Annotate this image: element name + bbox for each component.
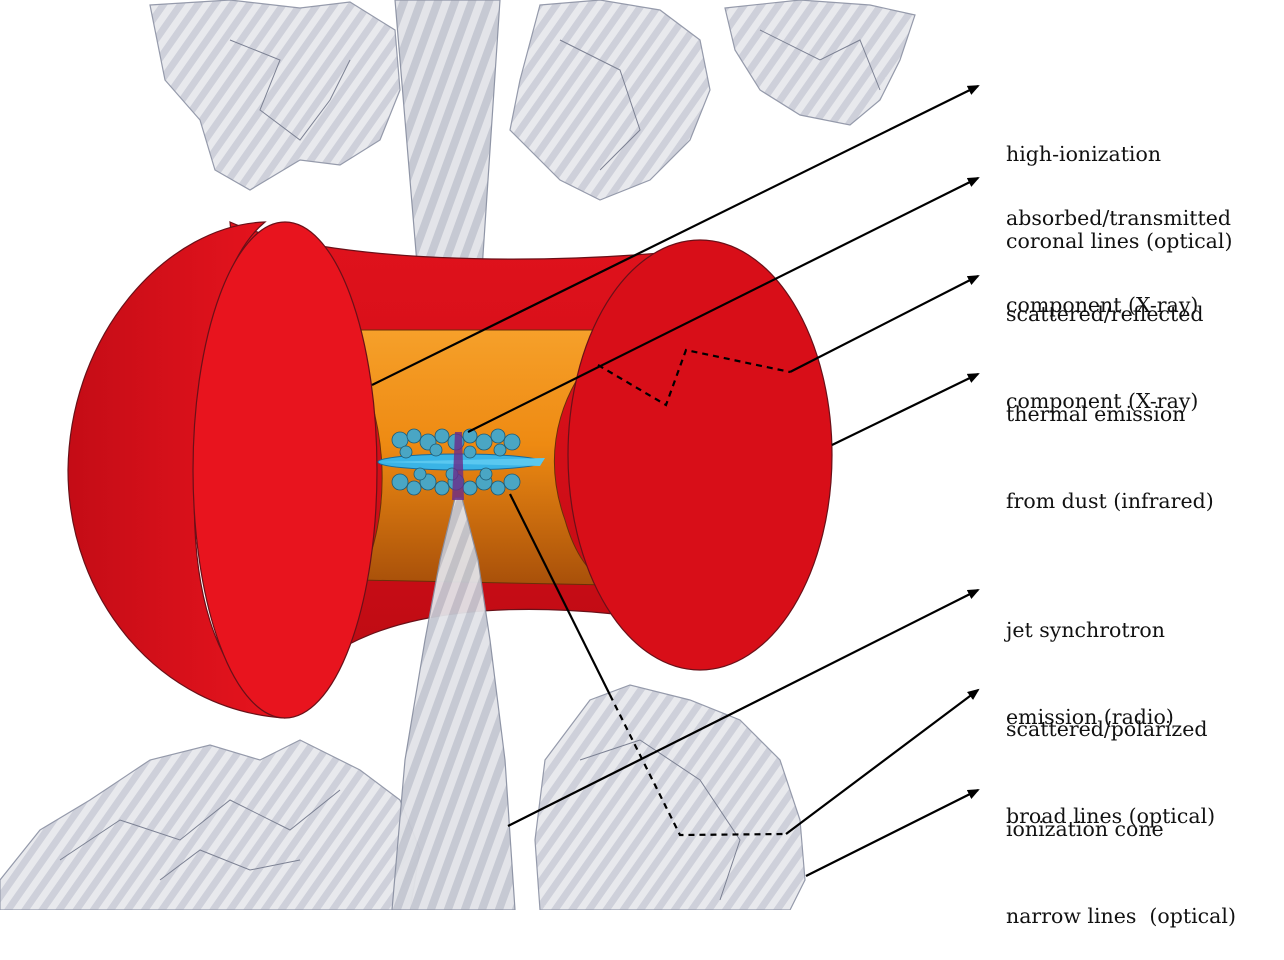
label-cone-line2: narrow lines (optical)	[1006, 902, 1236, 931]
upper-clouds	[150, 0, 915, 200]
cloud-upper-left	[150, 0, 400, 190]
torus-right-cap	[568, 240, 832, 670]
label-thermal-emission: thermal emission from dust (infrared)	[1006, 342, 1214, 545]
label-thermal-line2: from dust (infrared)	[1006, 487, 1214, 516]
arrow-polarized	[786, 690, 978, 834]
cloud-upper-center	[510, 0, 710, 200]
label-thermal-line1: thermal emission	[1006, 400, 1214, 429]
label-jet-line1: jet synchrotron	[1006, 616, 1174, 645]
label-polarized-line1: scattered/polarized	[1006, 715, 1215, 744]
arrow-cone	[806, 790, 978, 876]
label-ionization-cone: ionization cone narrow lines (optical)	[1006, 757, 1236, 960]
cloud-upper-right	[725, 0, 915, 125]
label-scattered-line1: scattered/reflected	[1006, 300, 1204, 329]
cloud-lower-center	[535, 685, 805, 910]
label-absorbed-line1: absorbed/transmitted	[1006, 204, 1231, 233]
cloud-lower-left	[0, 740, 420, 910]
label-cone-line1: ionization cone	[1006, 815, 1236, 844]
arrow-thermal	[832, 374, 978, 445]
torus-left-cap-face	[193, 222, 377, 718]
arrow-scattered	[790, 276, 978, 372]
